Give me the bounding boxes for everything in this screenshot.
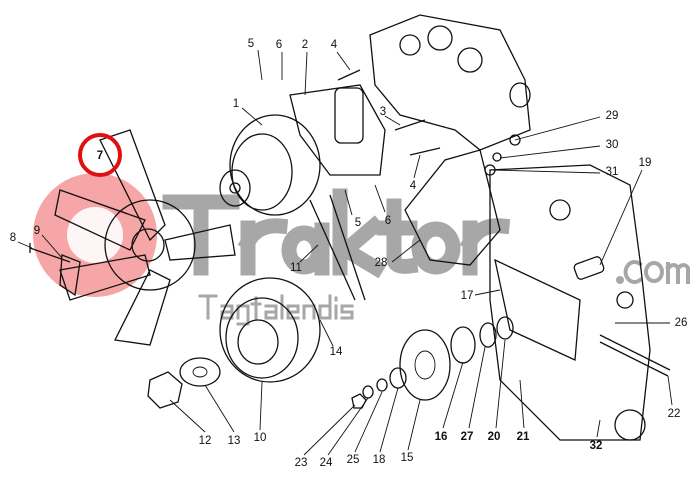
callout-28: 28 — [375, 257, 388, 269]
callout-19: 19 — [639, 157, 652, 169]
callout-31: 31 — [606, 166, 619, 178]
callout-20: 20 — [488, 431, 501, 443]
ring-20 — [496, 316, 514, 340]
callout-18: 18 — [373, 454, 386, 466]
pulley-15 — [399, 329, 451, 401]
callout-9: 9 — [34, 225, 40, 237]
callout-6: 6 — [276, 39, 282, 51]
plate-9 — [59, 254, 81, 297]
callout-12: 12 — [199, 435, 212, 447]
callout-26: 26 — [675, 317, 688, 329]
leader-lines — [17, 49, 673, 456]
callout-17: 17 — [461, 290, 474, 302]
callout-10: 10 — [254, 432, 267, 444]
fan — [54, 129, 236, 346]
callout-23: 23 — [295, 457, 308, 469]
callout-22: 22 — [668, 408, 681, 420]
thermostat-housing — [334, 87, 364, 144]
engine-block — [369, 14, 531, 151]
callout-5b: 5 — [355, 217, 361, 229]
callout-5: 5 — [248, 38, 254, 50]
callout-14: 14 — [330, 346, 343, 358]
water-pump-housing — [289, 84, 386, 176]
callout-21: 21 — [517, 431, 530, 443]
cover-28 — [404, 149, 501, 266]
crank-pulley — [219, 277, 321, 383]
callout-labels: 7 8 9 1 2 3 4 5 6 4 29 30 31 19 5 6 28 1… — [10, 38, 688, 469]
callout-29: 29 — [606, 110, 619, 122]
washer-13 — [179, 357, 221, 387]
callout-16: 16 — [435, 431, 448, 443]
callout-4: 4 — [331, 39, 338, 51]
callout-3: 3 — [380, 106, 386, 118]
callout-11: 11 — [290, 262, 302, 274]
callout-15: 15 — [401, 452, 414, 464]
callout-2: 2 — [302, 39, 308, 51]
callout-8: 8 — [10, 232, 16, 244]
bolt-8 — [29, 243, 71, 263]
callout-4b: 4 — [410, 180, 417, 192]
callout-7: 7 — [97, 150, 103, 162]
studs — [337, 69, 441, 156]
callout-25: 25 — [347, 454, 360, 466]
callout-13: 13 — [228, 435, 241, 447]
rod-22 — [599, 334, 671, 377]
part-18 — [389, 367, 407, 389]
callout-27: 27 — [461, 431, 474, 443]
callout-6b: 6 — [385, 215, 391, 227]
callout-24: 24 — [320, 457, 333, 469]
highlight-circle — [78, 133, 122, 177]
seal-27 — [479, 322, 497, 348]
callout-1: 1 — [233, 98, 239, 110]
part-19 — [573, 256, 605, 280]
callout-32: 32 — [590, 440, 603, 452]
bracket-17 — [494, 258, 581, 361]
nut-12 — [147, 371, 183, 409]
bearing-16 — [450, 326, 476, 364]
callout-30: 30 — [606, 139, 619, 151]
v-belt — [309, 194, 366, 301]
water-pump-pulley — [219, 114, 321, 216]
